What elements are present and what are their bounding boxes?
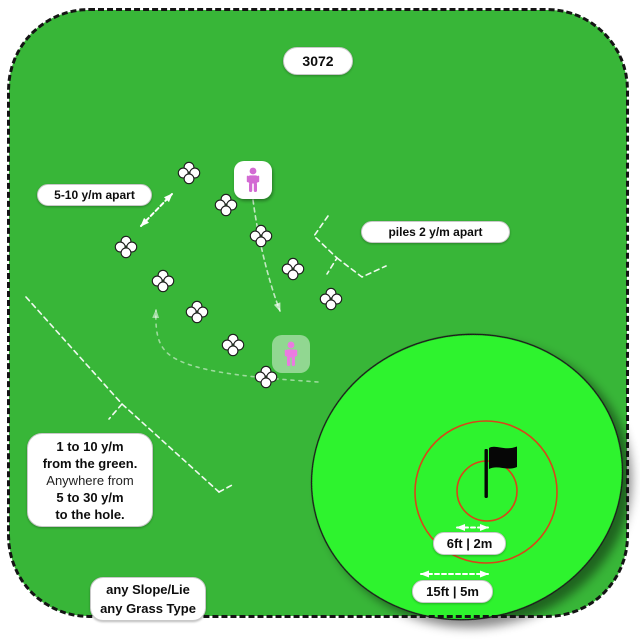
pile-gap-label: piles 2 y/m apart <box>361 221 510 243</box>
distance-note-line: from the green. <box>42 455 138 471</box>
drill-number-badge: 3072 <box>283 47 353 75</box>
conditions-note-line: any Slope/Lie <box>106 582 190 597</box>
conditions-note-line: any Grass Type <box>100 601 196 616</box>
inner-radius-label: 6ft | 2m <box>433 532 506 555</box>
pile-spacing-label: 5-10 y/m apart <box>37 184 152 206</box>
distance-note: 1 to 10 y/m from the green. Anywhere fro… <box>27 433 153 527</box>
distance-note-line: 5 to 30 y/m <box>56 489 124 505</box>
conditions-note: any Slope/Lie any Grass Type <box>90 577 206 621</box>
distance-note-line: to the hole. <box>55 506 125 522</box>
distance-note-line: Anywhere from <box>46 472 134 488</box>
outer-radius-label: 15ft | 5m <box>412 580 493 603</box>
distance-note-line: 1 to 10 y/m <box>56 438 124 454</box>
